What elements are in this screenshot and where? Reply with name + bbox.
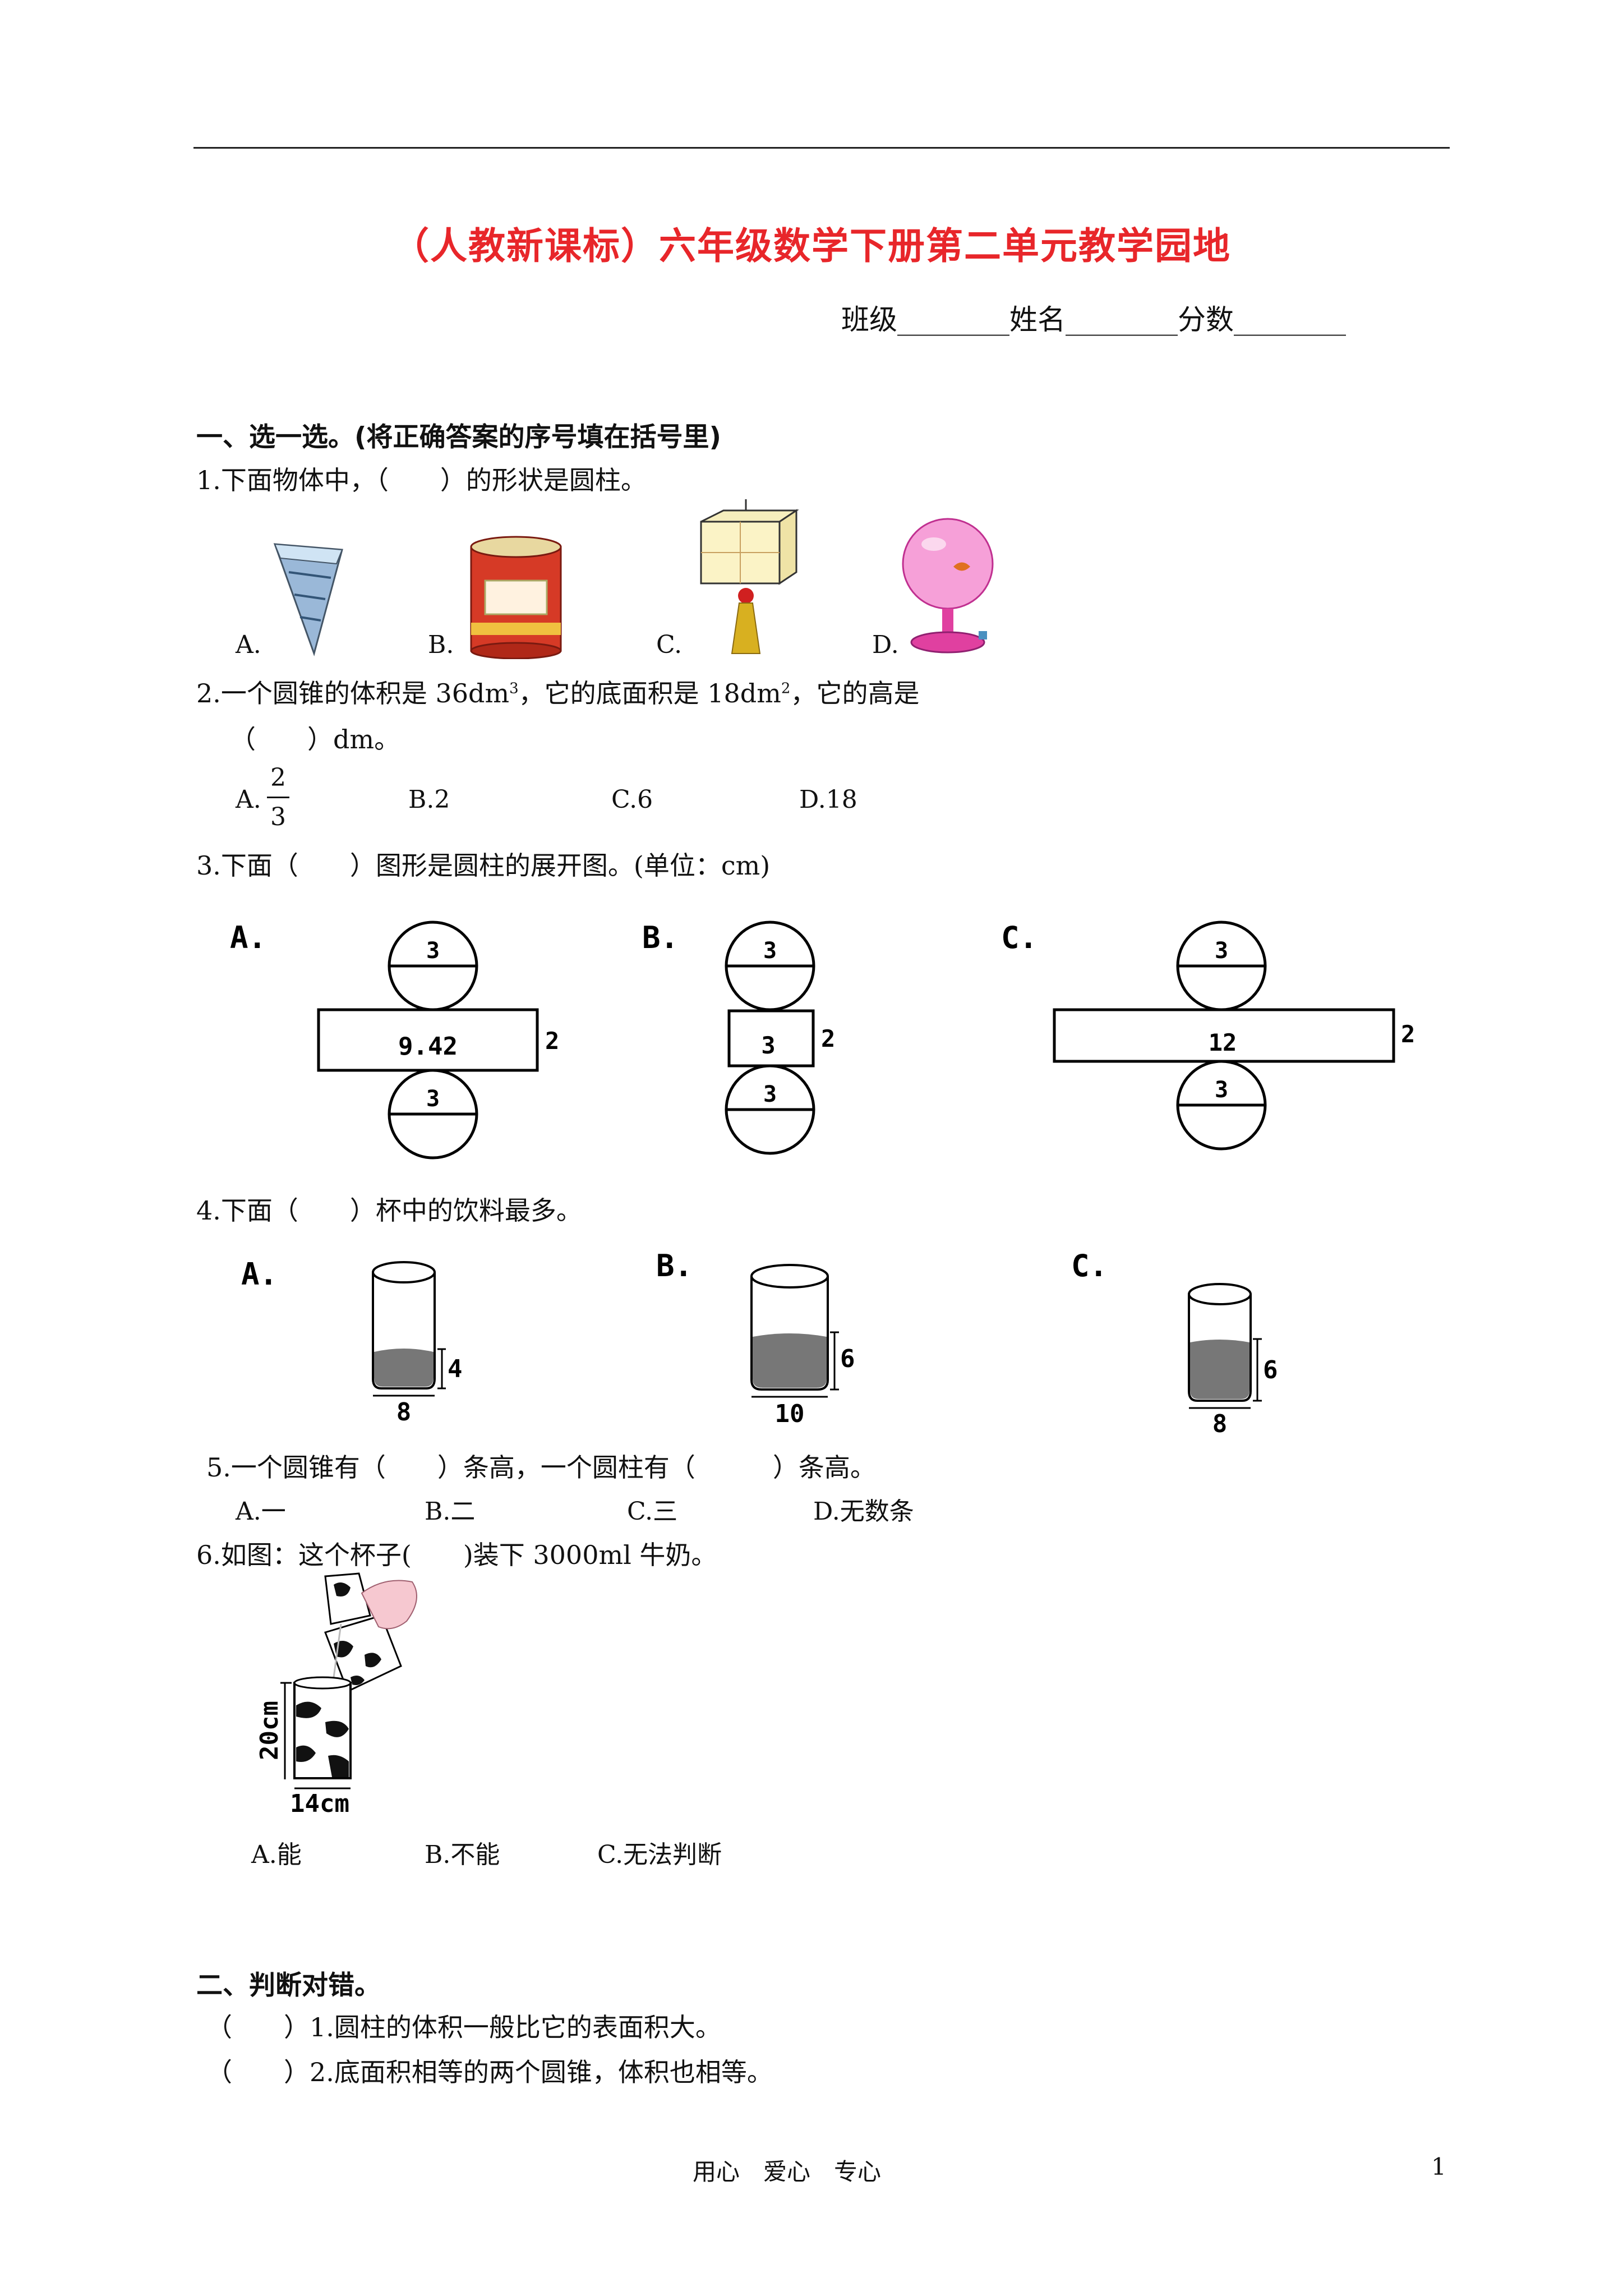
cup-b-label: B. <box>656 1248 693 1283</box>
q2-option-c: C.6 <box>611 785 653 814</box>
page-title: （人教新课标）六年级数学下册第二单元教学园地 <box>392 224 1231 268</box>
cup-b-height: 6 <box>840 1345 855 1373</box>
cup-a-width: 8 <box>396 1398 412 1427</box>
q4-text: 4.下面（ ）杯中的饮料最多。 <box>196 1195 582 1226</box>
q6-text: 6.如图：这个杯子( )装下 3000ml 牛奶。 <box>196 1540 717 1570</box>
q1-text: 1.下面物体中，（ ）的形状是圆柱。 <box>196 465 647 495</box>
net-a-label: A. <box>230 920 266 955</box>
header-rule <box>193 147 1450 149</box>
q2-text-line2: （ ）dm。 <box>230 724 400 754</box>
cup-b-width: 10 <box>775 1400 805 1428</box>
net-c-figure: C. 3 12 2 3 <box>1001 920 1415 1151</box>
cup-b-figure: B. 6 10 <box>656 1248 855 1428</box>
net-a-rect-length: 9.42 <box>398 1032 458 1061</box>
judge-item-1: （ ）1.圆柱的体积一般比它的表面积大。 <box>206 2012 721 2042</box>
net-c-circle-bottom: 3 <box>1215 1077 1228 1103</box>
q2-fraction: 2 3 <box>267 761 289 835</box>
net-b-figure: B. 3 3 2 3 <box>642 920 835 1155</box>
q2-option-a: A. <box>236 785 261 814</box>
milk-cup-width: 14cm <box>290 1789 349 1818</box>
q2-option-d: D.18 <box>799 785 857 814</box>
net-c-side: 2 <box>1401 1020 1415 1048</box>
cup-c-figure: C. 6 8 <box>1071 1248 1278 1433</box>
student-info-line: 班级________姓名________分数________ <box>841 303 1346 336</box>
net-c-circle-top: 3 <box>1215 938 1228 964</box>
q1-option-a: A. <box>236 631 261 659</box>
net-b-side: 2 <box>821 1025 835 1052</box>
section2-heading: 二、判断对错。 <box>196 1970 381 2001</box>
q3-text: 3.下面（ ）图形是圆柱的展开图。(单位：cm) <box>196 850 771 881</box>
net-a-figure: A. 3 9.42 2 3 <box>230 920 559 1159</box>
net-a-circle-top: 3 <box>426 938 440 964</box>
fraction-numerator: 2 <box>270 763 286 792</box>
net-c-label: C. <box>1001 920 1038 955</box>
net-b-rect-length: 3 <box>761 1032 775 1059</box>
milk-cup-figure: 20cm 14cm <box>255 1572 417 1818</box>
cup-a-height: 4 <box>448 1355 463 1383</box>
net-b-circle-top: 3 <box>763 938 777 964</box>
net-c-rect-length: 12 <box>1209 1029 1237 1056</box>
page-number: 1 <box>1431 2153 1446 2180</box>
q5-option-b: B.二 <box>425 1497 476 1526</box>
q5-option-a: A.一 <box>236 1497 286 1526</box>
footer-motto: 用心 爱心 专心 <box>693 2158 882 2185</box>
judge-item-2: （ ）2.底面积相等的两个圆锥，体积也相等。 <box>206 2057 773 2087</box>
q5-option-d: D.无数条 <box>813 1497 914 1526</box>
cup-c-label: C. <box>1071 1248 1108 1283</box>
q6-option-b: B.不能 <box>425 1841 500 1869</box>
net-b-circle-bottom: 3 <box>763 1082 777 1107</box>
milk-cup-height: 20cm <box>255 1701 284 1760</box>
q2-option-b: B.2 <box>408 785 450 814</box>
q5-text: 5.一个圆锥有（ ）条高，一个圆柱有（ ）条高。 <box>206 1452 876 1483</box>
q1-option-b: B. <box>428 631 454 659</box>
cup-a-figure: A. 4 8 <box>241 1257 463 1427</box>
q1-option-c: C. <box>656 631 683 659</box>
q6-option-c: C.无法判断 <box>597 1841 722 1869</box>
tin-can-image <box>470 536 562 659</box>
section1-heading: 一、选一选。(将正确答案的序号填在括号里) <box>196 422 721 453</box>
fraction-denominator: 3 <box>270 803 286 831</box>
net-a-circle-bottom: 3 <box>426 1086 440 1112</box>
q6-option-a: A.能 <box>251 1841 302 1869</box>
lantern-image <box>700 499 799 654</box>
cone-icecream-image <box>273 543 343 656</box>
net-b-label: B. <box>642 920 679 955</box>
cup-c-height: 6 <box>1263 1356 1278 1384</box>
cup-a-label: A. <box>241 1257 278 1292</box>
globe-lamp-image <box>902 518 994 654</box>
net-a-side: 2 <box>545 1027 559 1055</box>
q1-option-d: D. <box>872 631 899 659</box>
q2-text: 2.一个圆锥的体积是 36dm3，它的底面积是 18dm2，它的高是 <box>196 678 920 708</box>
q5-option-c: C.三 <box>627 1497 678 1526</box>
cup-c-width: 8 <box>1212 1410 1228 1433</box>
